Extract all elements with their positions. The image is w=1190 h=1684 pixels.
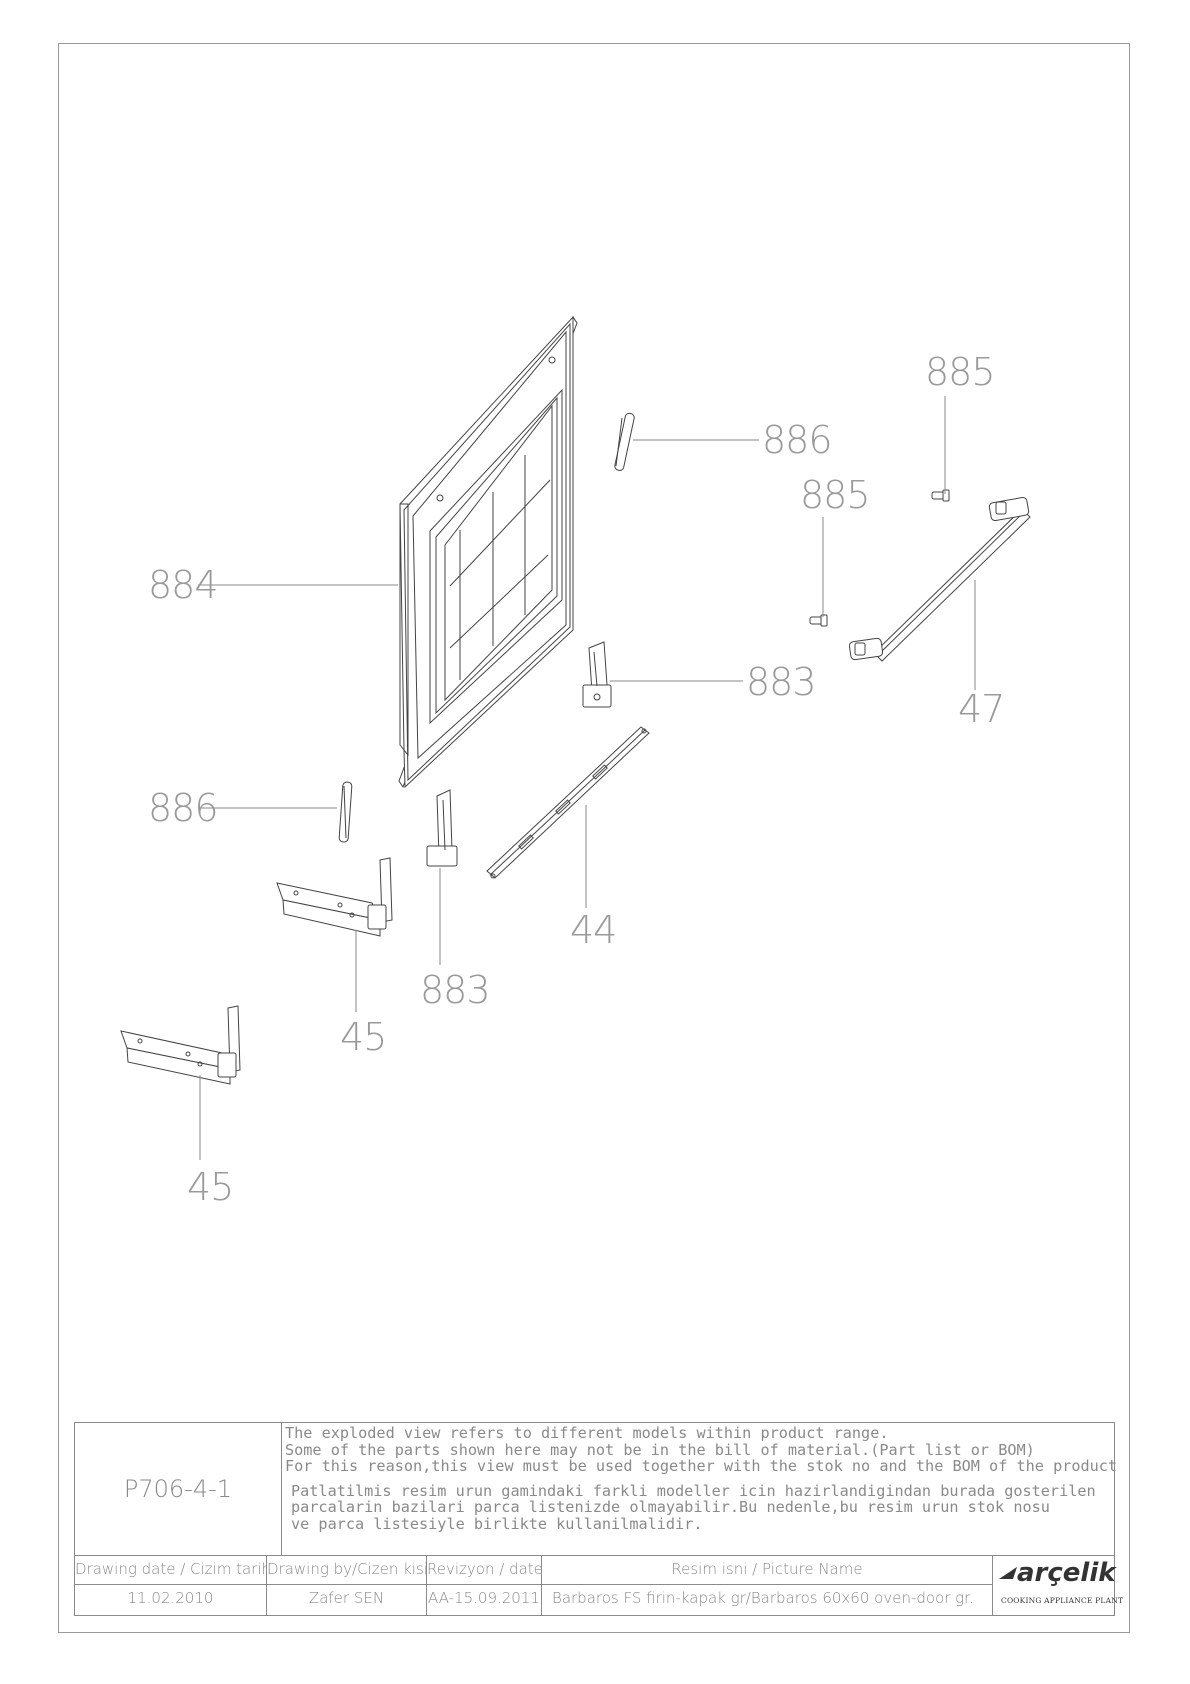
picture-name-cell: Resim isni / Picture Name Barbaros FS fi…	[542, 1556, 993, 1615]
note-tr-1: Patlatilmis resim urun gamindaki farkli …	[291, 1481, 1096, 1500]
oven-door-panel	[398, 315, 578, 789]
title-block: P706-4-1 The exploded view refers to dif…	[74, 1422, 1123, 1616]
hinge-holder-883-upper	[582, 641, 612, 708]
revision: AA-15.09.2011	[428, 1589, 540, 1607]
callout-883-right: 883	[746, 660, 816, 704]
logo-cell: arçelik COOKING APPLIANCE PLANT	[993, 1556, 1123, 1615]
picture-name-label: Resim isni / Picture Name	[671, 1560, 863, 1578]
drawing-date-cell: Drawing date / Cizim tarihi 11.02.2010	[75, 1556, 267, 1615]
note-en-1: The exploded view refers to different mo…	[285, 1424, 889, 1442]
drawn-by-cell: Drawing by/Cizen kisi Zafer SEN	[267, 1556, 427, 1615]
picture-name: Barbaros FS firin-kapak gr/Barbaros 60x6…	[552, 1589, 974, 1607]
callout-45-upper: 45	[340, 1015, 386, 1059]
callout-labels: 884 886 885 885 883 47 886 44 883 45 45	[148, 350, 1005, 1209]
drawing-date: 11.02.2010	[127, 1589, 214, 1607]
screw-885-right	[931, 489, 950, 502]
drawing-code: P706-4-1	[123, 1475, 233, 1503]
revision-cell: Revizyon / date AA-15.09.2011	[427, 1556, 542, 1615]
hinge-holder-883-lower	[426, 789, 458, 867]
drawing-code-cell: P706-4-1	[75, 1423, 282, 1555]
revision-label: Revizyon / date	[427, 1560, 541, 1578]
notes: The exploded view refers to different mo…	[285, 1424, 1118, 1553]
leader-lines	[198, 396, 976, 1160]
note-en-3: For this reason,this view must be used t…	[285, 1457, 1118, 1475]
callout-47: 47	[958, 687, 1004, 731]
callout-884: 884	[148, 563, 218, 607]
screw-885-left	[809, 614, 828, 627]
callout-883-lower: 883	[420, 968, 490, 1012]
note-en-2: Some of the parts shown here may not be …	[285, 1440, 1035, 1459]
callout-885-left: 885	[800, 473, 870, 517]
logo-wordmark: arçelik	[1017, 1558, 1116, 1588]
drawn-by-label: Drawing by/Cizen kisi	[267, 1560, 426, 1578]
hinge-45-upper	[276, 857, 393, 937]
drawing-date-label: Drawing date / Cizim tarihi	[75, 1560, 266, 1578]
drawn-by: Zafer SEN	[308, 1589, 385, 1607]
hinge-45-lower	[120, 1005, 241, 1085]
title-block-divider-mid	[75, 1584, 992, 1585]
support-rail	[486, 726, 650, 879]
callout-44: 44	[570, 908, 616, 952]
drawing-frame	[58, 43, 1130, 1633]
door-handle	[848, 496, 1031, 662]
logo-subtitle: COOKING APPLIANCE PLANT	[1001, 1596, 1124, 1605]
note-tr-3: ve parca listesiyle birlikte kullanilmal…	[291, 1514, 703, 1533]
pin-886-upper	[614, 412, 635, 471]
callout-886-upper: 886	[762, 418, 832, 462]
callout-885-right: 885	[925, 350, 995, 394]
title-block-divider	[75, 1555, 1114, 1556]
arcelik-logo-icon	[999, 1567, 1017, 1579]
note-tr-2: parcalarin bazilari parca listenizde olm…	[291, 1498, 1050, 1516]
pin-886-lower	[338, 781, 353, 843]
callout-45-lower: 45	[187, 1165, 233, 1209]
callout-886-lower: 886	[148, 786, 218, 830]
